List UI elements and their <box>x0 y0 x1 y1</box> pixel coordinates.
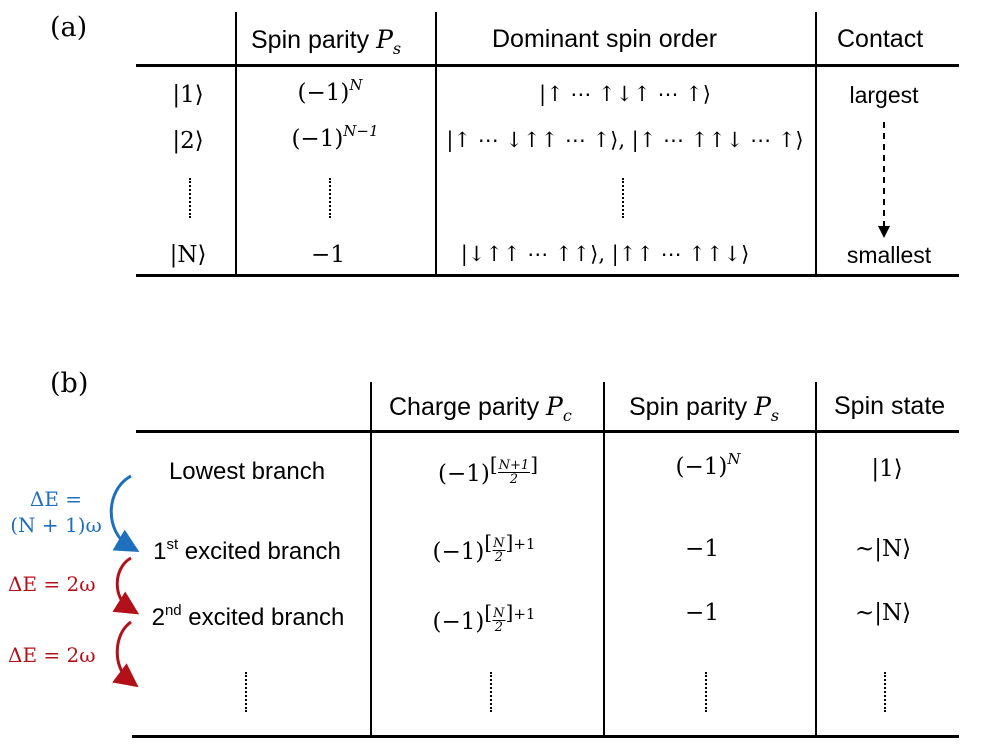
panel-a-state-1: |1⟩ <box>172 82 204 108</box>
panel-a-state-n: |N⟩ <box>169 242 207 268</box>
panel-a-vdots-state <box>189 178 191 218</box>
panel-b-header-charge-parity: Charge parity Pc <box>389 392 572 425</box>
panel-b-branch-lowest: Lowest branch <box>168 458 326 485</box>
panel-b-vdots-charge <box>490 672 492 712</box>
energy-gap-arrows <box>105 470 145 694</box>
panel-a-header-rule <box>136 64 959 67</box>
panel-a-label: (a) <box>50 12 88 43</box>
panel-b-header-rule <box>136 430 959 433</box>
energy-gap-lowest-label: ΔE = (N + 1)ω <box>10 487 102 537</box>
panel-b-vdots-spin-parity <box>705 672 707 712</box>
panel-b-vdots-spin-state <box>884 672 886 712</box>
panel-a-header-contact: Contact <box>837 25 924 53</box>
panel-a-parity-2: (−1)N−1 <box>291 122 379 152</box>
energy-gap-second-label: ΔE = 2ω <box>8 643 96 667</box>
panel-a-order-1: |↑ ⋯ ↑↓↑ ⋯ ↑⟩ <box>539 82 711 106</box>
red-curved-arrow-2 <box>112 620 139 688</box>
panel-b-bottom-rule <box>132 735 959 738</box>
blue-curved-arrow <box>109 474 140 553</box>
panel-a-parity-n: −1 <box>311 242 345 268</box>
panel-a-contact-n: smallest <box>846 242 932 268</box>
panel-a-state-2: |2⟩ <box>172 128 204 154</box>
red-curved-arrow-1 <box>112 556 140 615</box>
panel-a-contact-arrow <box>874 122 894 246</box>
panel-a-vdots-order <box>622 178 624 218</box>
panel-a-header-spin-parity: Spin parity Ps <box>251 25 402 58</box>
panel-b-branch-second: 2nd excited branch <box>151 602 345 631</box>
panel-b-label: (b) <box>50 368 89 399</box>
panel-b-spin-state-lowest: |1⟩ <box>871 456 903 482</box>
panel-a-bottom-rule <box>136 274 959 277</box>
panel-b-divider-2 <box>603 382 605 736</box>
panel-b-spin-parity-first: −1 <box>685 536 719 562</box>
panel-b-spin-parity-lowest: (−1)N <box>675 450 741 480</box>
panel-b-header-spin-state: Spin state <box>834 392 946 420</box>
panel-a-divider-2 <box>435 12 437 274</box>
panel-b-divider-1 <box>370 382 372 736</box>
panel-a-vdots-parity <box>329 178 331 218</box>
panel-a-order-2: |↑ ⋯ ↓↑↑ ⋯ ↑⟩, |↑ ⋯ ↑↑↓ ⋯ ↑⟩ <box>446 128 804 152</box>
panel-b-spin-state-first: ~|N⟩ <box>854 536 912 562</box>
panel-a-contact-1: largest <box>849 82 919 108</box>
panel-b-vdots-branch <box>245 672 247 712</box>
panel-b-branch-first: 1st excited branch <box>153 536 341 565</box>
panel-b-spin-state-second: ~|N⟩ <box>854 600 912 626</box>
panel-a-order-n: |↓↑↑ ⋯ ↑↑⟩, |↑↑ ⋯ ↑↑↓⟩ <box>460 242 750 266</box>
panel-a-header-dominant: Dominant spin order <box>492 25 718 53</box>
panel-b-spin-parity-second: −1 <box>685 600 719 626</box>
energy-gap-first-label: ΔE = 2ω <box>8 572 96 596</box>
panel-b-header-spin-parity: Spin parity Ps <box>629 392 780 425</box>
panel-b-divider-3 <box>815 382 817 736</box>
panel-a-divider-1 <box>235 12 237 274</box>
panel-a-parity-1: (−1)N <box>297 76 363 106</box>
panel-a-divider-3 <box>815 12 817 274</box>
